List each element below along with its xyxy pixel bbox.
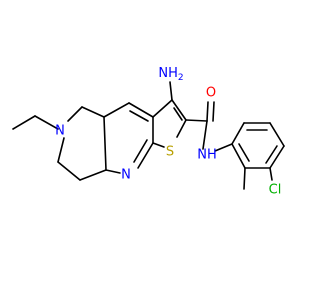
bond xyxy=(34,115,59,130)
bond xyxy=(12,115,36,130)
bond xyxy=(152,99,173,118)
bond xyxy=(238,143,250,162)
bond xyxy=(185,119,208,122)
amino-label: NH2 xyxy=(158,66,183,83)
bond xyxy=(206,101,209,122)
bond xyxy=(67,106,83,122)
molecule-structure-diagram: NH2 O NH N N S Cl xyxy=(12,66,285,198)
ring-nitrogen-label: N xyxy=(55,124,65,139)
bond xyxy=(105,169,121,174)
bond xyxy=(269,167,273,181)
amino-text: NH xyxy=(158,66,178,81)
pyridine-nitrogen-label: N xyxy=(121,168,131,183)
bond xyxy=(129,110,149,122)
bond xyxy=(81,106,105,118)
amide-nh-label: NH xyxy=(197,148,217,163)
bond xyxy=(57,137,65,163)
bond xyxy=(57,161,81,181)
bond xyxy=(133,139,148,163)
bond xyxy=(231,143,246,169)
bond xyxy=(214,143,233,152)
bond xyxy=(171,99,187,121)
bond xyxy=(231,122,245,145)
bond xyxy=(128,102,154,118)
chlorine-label: Cl xyxy=(269,183,282,198)
bond xyxy=(103,102,130,118)
bond xyxy=(265,145,278,164)
bond xyxy=(173,107,183,121)
bond xyxy=(103,116,107,171)
bond xyxy=(269,122,285,147)
bond xyxy=(152,142,165,148)
amino-subscript: 2 xyxy=(178,73,184,83)
bond xyxy=(212,101,215,122)
sulfur-label: S xyxy=(166,145,174,160)
bond xyxy=(202,120,208,150)
bond-lines xyxy=(12,81,285,190)
atom-labels: NH2 O NH N N S Cl xyxy=(55,66,281,198)
bond xyxy=(169,81,173,101)
bond xyxy=(269,145,285,169)
bond xyxy=(176,119,187,138)
bond xyxy=(243,167,246,190)
bond xyxy=(79,169,107,181)
bond xyxy=(137,142,154,169)
amide-oxygen-label: O xyxy=(206,86,216,101)
